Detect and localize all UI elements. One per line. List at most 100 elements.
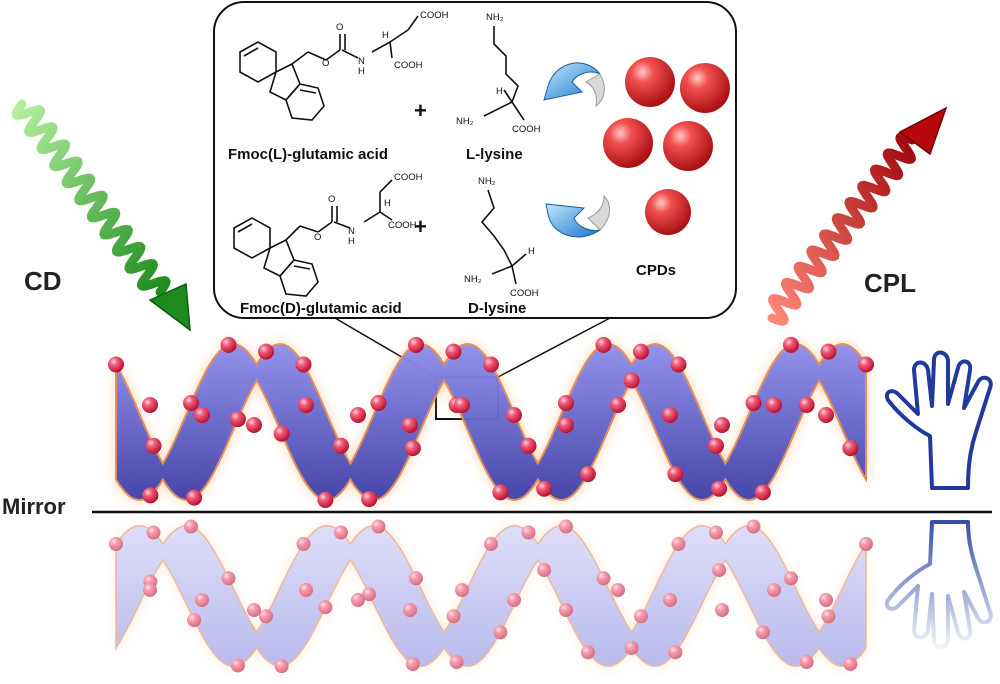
nanodot-sphere <box>596 571 611 586</box>
nanodot-sphere <box>709 525 723 540</box>
nanodot-sphere <box>446 609 461 624</box>
svg-text:COOH: COOH <box>394 60 423 71</box>
nanodot-sphere <box>842 440 859 457</box>
nanodot-sphere <box>507 593 521 607</box>
nanodot-sphere <box>183 395 199 412</box>
cd-helix-arrow <box>11 99 191 332</box>
nanodot-sphere <box>558 395 574 412</box>
nanodot-sphere <box>230 658 245 673</box>
nanodot-sphere <box>370 395 387 412</box>
nanodot-sphere <box>624 641 639 655</box>
nanodot-sphere <box>274 659 289 674</box>
l-lysine-structure <box>483 26 525 121</box>
nanodot-sphere <box>220 336 237 353</box>
fmoc-l-label: Fmoc(L)-glutamic acid <box>228 146 389 163</box>
nanodot-sphere <box>229 411 246 428</box>
fmoc-l-glutamic-structure <box>239 15 419 121</box>
nanodot-sphere <box>818 407 834 423</box>
hand-icon <box>885 350 993 490</box>
nanodot-sphere <box>246 417 262 433</box>
nanodot-sphere <box>445 343 462 360</box>
nanodot-sphere <box>351 593 365 607</box>
mirror-label: Mirror <box>2 494 66 519</box>
nanodot-sphere <box>766 397 782 413</box>
svg-text:H: H <box>528 246 535 257</box>
svg-text:N: N <box>348 226 355 237</box>
nanodot-sphere <box>258 343 274 360</box>
nanodot-sphere <box>663 593 677 607</box>
helical-ribbon-upper <box>108 336 874 508</box>
svg-text:NH₂: NH₂ <box>478 176 496 187</box>
nanodot-sphere <box>333 437 349 454</box>
nanodot-sphere <box>298 397 314 413</box>
nanodot-sphere <box>484 537 498 551</box>
nanodot-sphere <box>623 372 640 389</box>
nanodot-sphere <box>143 583 157 597</box>
svg-text:H: H <box>348 236 355 247</box>
nanodot-sphere <box>259 609 273 624</box>
nanodot-sphere <box>409 571 423 586</box>
nanodot-sphere <box>350 407 366 423</box>
nanodot-sphere <box>299 583 313 597</box>
svg-text:NH₂: NH₂ <box>486 12 504 23</box>
nanodot-sphere <box>186 489 203 506</box>
nanodot-sphere <box>521 525 536 540</box>
nanodot-sphere <box>746 519 761 534</box>
svg-text:O: O <box>336 22 343 33</box>
nanodot-sphere <box>634 609 648 624</box>
nanodot-sphere <box>108 356 124 373</box>
nanodot-sphere <box>142 397 158 413</box>
nanodot-sphere <box>745 395 762 412</box>
nanodot-sphere <box>273 425 290 442</box>
svg-text:COOH: COOH <box>420 10 449 21</box>
plus-sign-1: + <box>414 98 427 123</box>
nanodot-sphere <box>402 417 418 433</box>
nanodot-sphere <box>595 336 612 353</box>
svg-text:H: H <box>382 30 389 41</box>
nanodot-sphere <box>610 397 626 413</box>
nanodot-sphere <box>506 407 522 423</box>
nanodot-sphere <box>109 537 123 551</box>
cpl-helix-arrow <box>767 106 948 326</box>
svg-text:N: N <box>358 56 365 67</box>
nanodot-sphere <box>715 603 729 617</box>
nanodot-sphere <box>708 437 724 454</box>
nanodot-sphere <box>843 657 858 672</box>
hand-mirror-icon <box>885 520 993 650</box>
nanodot-sphere <box>194 407 210 423</box>
svg-text:COOH: COOH <box>388 220 417 231</box>
nanodot-sphere <box>455 583 469 597</box>
nanodot-sphere <box>580 645 595 660</box>
nanodot-sphere <box>295 356 312 373</box>
nanodot-sphere <box>403 603 417 617</box>
nanodot-sphere <box>371 519 386 534</box>
d-lysine-structure <box>480 189 527 285</box>
svg-text:H: H <box>384 198 391 209</box>
plus-sign-2: + <box>414 214 427 239</box>
nanodot-sphere <box>146 525 161 540</box>
nanodot-sphere <box>187 613 202 628</box>
curl-arrow-icon-1 <box>543 62 605 108</box>
svg-text:O: O <box>322 58 329 69</box>
nanodot-sphere <box>408 336 424 353</box>
nanodot-sphere <box>712 563 727 578</box>
nanodot-sphere <box>754 484 771 501</box>
nanodot-sphere <box>492 484 509 501</box>
svg-text:H: H <box>358 66 365 77</box>
svg-text:COOH: COOH <box>510 288 539 299</box>
nanodot-sphere <box>145 437 162 454</box>
nanodot-sphere <box>711 480 728 497</box>
nanodot-sphere <box>558 417 574 433</box>
nanodot-sphere <box>858 356 874 373</box>
nanodot-sphere <box>671 537 686 551</box>
svg-text:O: O <box>328 194 335 205</box>
nanodot-sphere <box>714 417 730 433</box>
nanodot-sphere <box>537 563 552 578</box>
nanodot-sphere <box>559 603 573 617</box>
nanodot-sphere <box>405 657 420 672</box>
nanodot-sphere <box>859 537 873 551</box>
helical-ribbon-mirror <box>109 519 873 674</box>
nanodot-sphere <box>668 645 683 660</box>
nanodot-sphere <box>483 356 499 373</box>
